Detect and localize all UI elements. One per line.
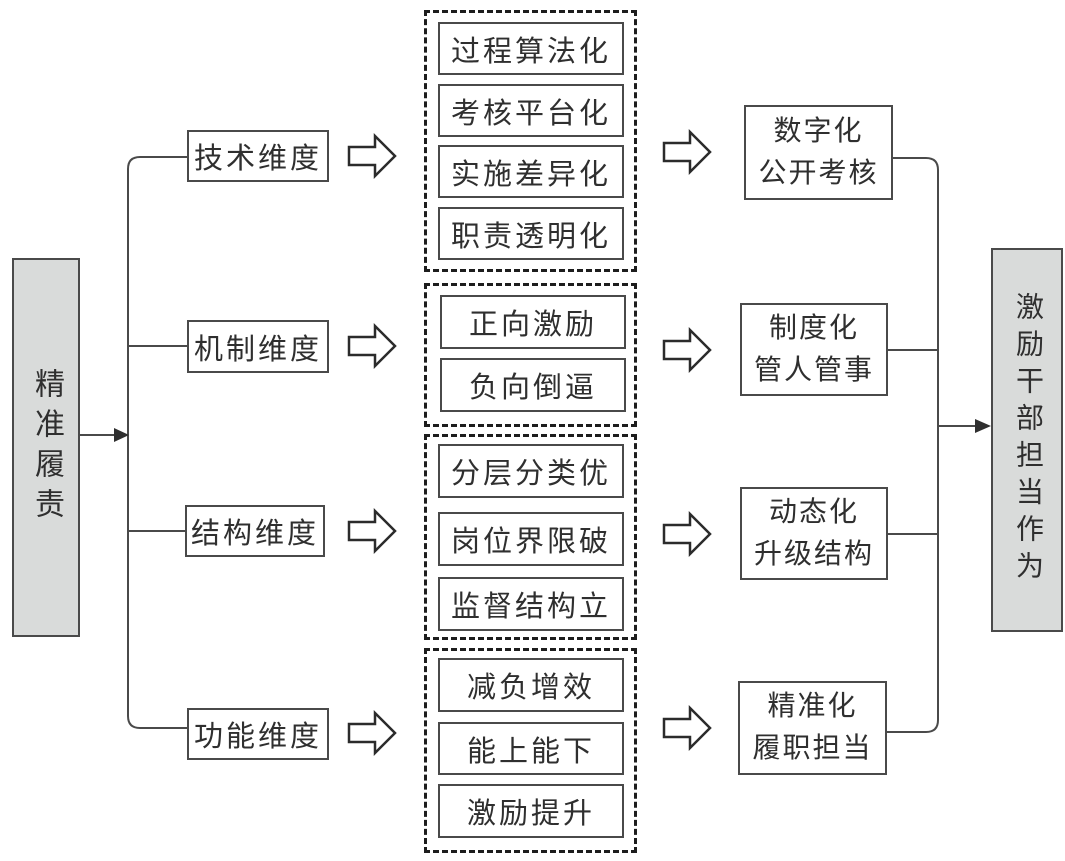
outcome-line: 履职担当 <box>752 733 873 764</box>
flow-arrow-icon-row4-right <box>662 704 712 752</box>
measure-box: 能上能下 <box>438 722 624 775</box>
outcome-line: 精准化 <box>767 691 858 722</box>
measure-box: 正向激励 <box>440 295 626 349</box>
source-node: 精准履责 <box>12 258 80 637</box>
outcome-dynamic-structure: 动态化 升级结构 <box>740 487 888 580</box>
outcome-digital-assessment: 数字化 公开考核 <box>744 105 893 200</box>
dimension-structure: 结构维度 <box>185 505 325 557</box>
measure-box: 激励提升 <box>438 784 624 838</box>
measure-box: 分层分类优 <box>438 444 624 498</box>
flow-arrow-icon-row1-left <box>347 132 397 180</box>
measure-box: 过程算法化 <box>438 22 624 75</box>
dimension-mechanism: 机制维度 <box>187 320 329 373</box>
flow-arrow-icon-row4-left <box>347 709 397 757</box>
outcome-line: 数字化 <box>773 115 864 147</box>
dimension-technical: 技术维度 <box>187 130 329 182</box>
outcome-line: 公开考核 <box>758 157 879 189</box>
measure-box: 负向倒逼 <box>440 358 626 412</box>
flow-arrow-icon-row1-right <box>662 128 712 176</box>
outcome-line: 动态化 <box>768 496 859 528</box>
measure-box: 实施差异化 <box>438 145 624 198</box>
outcome-line: 制度化 <box>768 312 859 344</box>
flow-arrow-icon-row2-right <box>662 326 712 374</box>
measure-box: 考核平台化 <box>438 84 624 137</box>
outcome-institutional-management: 制度化 管人管事 <box>740 303 888 396</box>
measure-box: 监督结构立 <box>438 577 624 631</box>
outcome-precise-duty: 精准化 履职担当 <box>738 681 887 775</box>
dimension-function: 功能维度 <box>187 708 329 760</box>
measure-box: 岗位界限破 <box>438 512 624 566</box>
outcome-line: 管人管事 <box>753 354 874 386</box>
flow-arrow-icon-row3-left <box>347 507 397 555</box>
flow-arrow-icon-row3-right <box>662 510 712 558</box>
right-spine-line <box>887 157 939 733</box>
left-spine-line <box>127 156 187 729</box>
goal-node: 激励干部担当作为 <box>991 248 1063 632</box>
outcome-line: 升级结构 <box>753 538 874 570</box>
source-arrowhead-icon <box>114 428 129 442</box>
flow-arrow-icon-row2-left <box>347 322 397 370</box>
measure-box: 职责透明化 <box>438 207 624 260</box>
measure-box: 减负增效 <box>438 658 624 712</box>
goal-arrowhead-icon <box>975 419 991 433</box>
